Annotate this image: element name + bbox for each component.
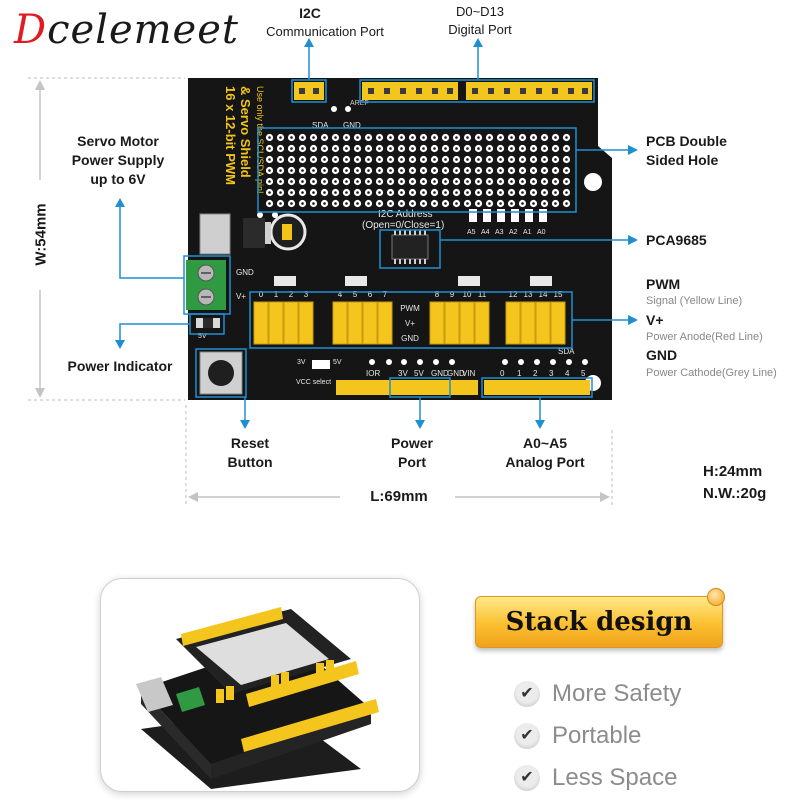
svg-text:13: 13 [524, 290, 533, 299]
badge-dot-icon [707, 588, 725, 606]
pcb-hole-label: PCB Double Sided Hole [646, 133, 727, 168]
gnd-sub-label: Power Cathode(Grey Line) [646, 367, 777, 379]
gnd-pin-label: GND [343, 121, 361, 130]
shield-diagram: AREF SDA GND 16 x 12-bit PWM & Servo Shi… [28, 38, 638, 505]
svg-text:11: 11 [478, 290, 487, 299]
i2c-address-label: I2C Address [378, 209, 432, 220]
analog-port-label: A0~A5 Analog Port [505, 435, 585, 470]
svg-text:7: 7 [383, 290, 388, 299]
svg-text:3: 3 [304, 290, 309, 299]
svg-text:GND: GND [401, 334, 419, 343]
svg-text:SDA: SDA [558, 347, 575, 356]
digital-port-title: D0~D13 [455, 4, 505, 19]
i2c-address-sub: (Open=0/Close=1) [362, 220, 444, 231]
aref-pin-label: AREF [350, 100, 369, 107]
svg-text:1: 1 [517, 369, 522, 378]
svg-text:16 x 12-bit PWM: 16 x 12-bit PWM [223, 86, 238, 185]
svg-text:GND: GND [431, 369, 449, 378]
svg-text:9: 9 [450, 290, 455, 299]
svg-text:4: 4 [338, 290, 343, 299]
weight-dimension: N.W.:20g [703, 485, 767, 502]
svg-text:Use only the SCL/SDA pin!: Use only the SCL/SDA pin! [255, 86, 265, 194]
svg-text:A4: A4 [481, 229, 490, 236]
svg-text:V+: V+ [236, 292, 246, 301]
feature-item: ✔More Safety [514, 681, 681, 707]
svg-text:GND: GND [236, 268, 254, 277]
gnd-label: GND [646, 347, 678, 363]
svg-text:VIN: VIN [462, 369, 476, 378]
digital-port-label: Digital Port [448, 22, 512, 37]
height-dimension: H:24mm [703, 463, 763, 480]
power-indicator-label: Power Indicator [67, 358, 173, 374]
stack-photo [100, 578, 420, 792]
svg-text:GND: GND [447, 369, 465, 378]
reset-button-label: Reset Button [227, 435, 273, 470]
board-title: 16 x 12-bit PWM & Servo Shield Use only … [223, 86, 265, 194]
svg-text:A0: A0 [537, 229, 546, 236]
svg-text:5V: 5V [414, 369, 424, 378]
pca9685-label: PCA9685 [646, 232, 707, 248]
svg-text:10: 10 [463, 290, 472, 299]
svg-text:IOR: IOR [366, 369, 380, 378]
svg-text:15: 15 [554, 290, 563, 299]
svg-text:14: 14 [539, 290, 548, 299]
prototype-holes [262, 132, 572, 208]
svg-text:4: 4 [565, 369, 570, 378]
servo-headers [253, 301, 566, 345]
i2c-sub-label: Communication Port [266, 24, 384, 39]
svg-text:6: 6 [368, 290, 373, 299]
sda-pin-label: SDA [312, 121, 329, 130]
pwm-sub-label: Signal (Yellow Line) [646, 295, 743, 307]
svg-text:8: 8 [435, 290, 440, 299]
servo-power-label: Servo Motor Power Supply up to 6V [71, 133, 165, 187]
length-dimension: L:69mm [370, 488, 428, 505]
svg-text:A1: A1 [523, 229, 532, 236]
vplus-label: V+ [646, 312, 664, 328]
svg-text:3: 3 [549, 369, 554, 378]
svg-text:0: 0 [259, 290, 264, 299]
callout-boxes [183, 79, 595, 398]
svg-text:5: 5 [353, 290, 358, 299]
i2c-label: I2C [299, 5, 321, 21]
svg-text:& Servo Shield: & Servo Shield [238, 86, 253, 178]
svg-text:2: 2 [289, 290, 294, 299]
svg-text:PWM: PWM [400, 304, 420, 313]
svg-text:A2: A2 [509, 229, 518, 236]
svg-text:5V: 5V [333, 359, 342, 366]
svg-text:5V: 5V [198, 333, 207, 340]
stack-design-button: Stack design [475, 596, 723, 648]
checkmark-icon: ✔ [514, 681, 540, 707]
pca9685-chip [391, 234, 429, 260]
feature-item: ✔Less Space [514, 765, 677, 791]
svg-text:3V: 3V [297, 359, 306, 366]
feature-item: ✔Portable [514, 723, 641, 749]
checkmark-icon: ✔ [514, 765, 540, 791]
svg-text:1: 1 [274, 290, 279, 299]
svg-text:V+: V+ [405, 319, 415, 328]
svg-text:0: 0 [500, 369, 505, 378]
svg-text:2: 2 [533, 369, 538, 378]
checkmark-icon: ✔ [514, 723, 540, 749]
width-dimension: W:54mm [32, 203, 50, 266]
svg-text:A5: A5 [467, 229, 476, 236]
svg-text:VCC select: VCC select [296, 379, 331, 386]
power-port-label: Power Port [390, 435, 433, 470]
pwm-label: PWM [646, 276, 681, 292]
brand-logo: Dcelemeet [14, 7, 239, 53]
svg-text:3V: 3V [398, 369, 408, 378]
svg-text:5: 5 [581, 369, 586, 378]
svg-text:12: 12 [509, 290, 518, 299]
vplus-sub-label: Power Anode(Red Line) [646, 331, 763, 343]
svg-text:A3: A3 [495, 229, 504, 236]
